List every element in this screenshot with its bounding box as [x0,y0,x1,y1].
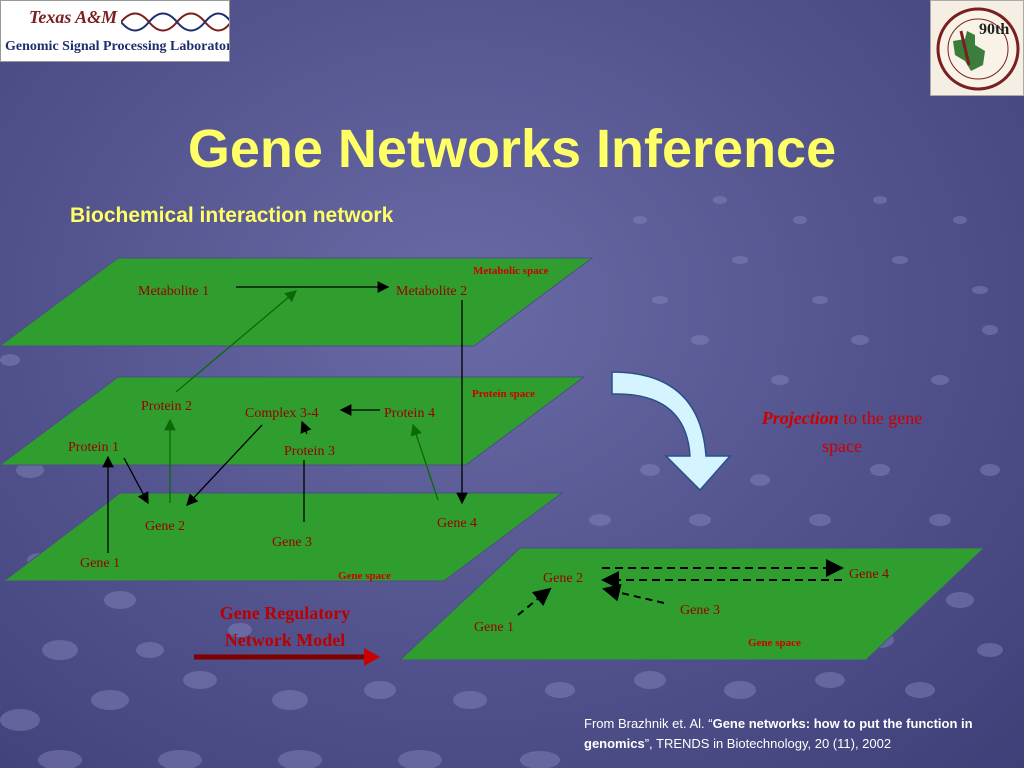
node-metabolite-2: Metabolite 2 [396,284,467,299]
arrow-protein1-to-gene2 [123,457,149,505]
model-label-line2: Network Model [224,630,346,650]
projection-rest: to the gene space [822,408,923,456]
node-gene-4: Gene 4 [437,516,477,531]
node-protein-1: Protein 1 [68,440,119,455]
gsp-lab-logo: Texas A&M Genomic Signal Processing Labo… [0,0,230,62]
node-complex-3-4: Complex 3-4 [245,406,319,421]
node-protein-2: Protein 2 [141,399,192,414]
gene-space-label: Gene space [338,570,391,582]
arrow-proj-gene3-to-gene2 [602,583,665,604]
slide-title: Gene Networks Inference [187,119,837,179]
model-arrow-head [364,648,380,666]
dna-helix-icon [121,12,229,32]
arrow-gene4-to-protein4 [410,423,439,501]
arrow-protein3-to-complex [300,420,312,435]
node-proj-gene-3: Gene 3 [680,603,720,618]
node-proj-gene-2: Gene 2 [543,571,583,586]
anniversary-text: 90th [979,21,1010,38]
arrow-proj-gene1-to-gene2 [517,587,552,616]
arrow-complex-to-gene2 [186,424,263,506]
projection-caption: Projection to the gene space [742,404,942,460]
node-protein-3: Protein 3 [284,444,335,459]
arrow-protein2-to-metabolic [175,290,297,393]
seal-icon [936,7,1020,91]
node-gene-1: Gene 1 [80,556,120,571]
model-label-line1: Gene Regulatory [219,603,351,623]
citation: From Brazhnik et. Al. “Gene networks: ho… [584,714,1014,754]
node-gene-2: Gene 2 [145,519,185,534]
citation-suffix: ”, TRENDS in Biotechnology, 20 (11), 200… [644,736,892,751]
citation-title: Gene networks: how to put the function i… [584,716,973,751]
node-gene-3: Gene 3 [272,535,312,550]
node-proj-gene-4: Gene 4 [849,567,889,582]
node-proj-gene-1: Gene 1 [474,620,514,635]
projection-emphasis: Projection [761,408,839,428]
protein-plane [0,376,586,466]
protein-space-label: Protein space [472,388,535,400]
citation-prefix: From Brazhnik et. Al. “ [584,716,713,731]
node-protein-4: Protein 4 [384,406,435,421]
projected-gene-space-label: Gene space [748,637,801,649]
metabolic-space-label: Metabolic space [473,265,549,277]
lab-name: Genomic Signal Processing Laboratory [5,39,230,54]
anniversary-seal: 90th [930,0,1024,96]
gene-plane [2,492,564,582]
model-label: Gene Regulatory Network Model [170,600,400,654]
node-metabolite-1: Metabolite 1 [138,284,209,299]
slide-subtitle: Biochemical interaction network [70,204,394,227]
tamu-wordmark: Texas A&M [29,7,118,27]
projection-arrow-icon [611,371,732,492]
